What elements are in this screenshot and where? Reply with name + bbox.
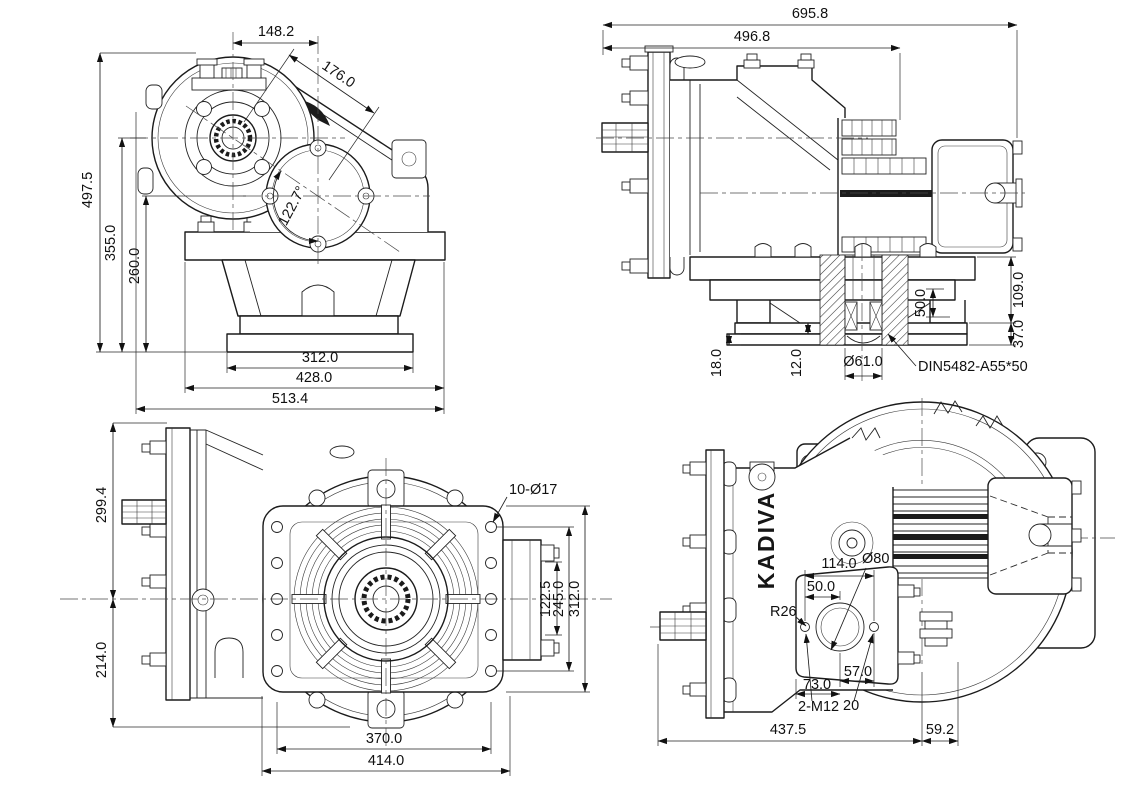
dim-437-5: 437.5 [770, 722, 806, 738]
rear-view: 10-Ø17 122.5 245.0 312.0 299.4 214.0 370… [60, 422, 612, 776]
dim-513-4: 513.4 [272, 391, 308, 407]
front-view: 148.2 176.0 122.7° 497.5 355.0 260.0 312… [80, 24, 446, 414]
dim-20: 20 [843, 698, 859, 714]
side-view-dimensions: 695.8 496.8 109.0 37.0 50.0 18.0 12.0 Ø6… [602, 6, 1028, 380]
dim-122-5: 122.5 [538, 581, 554, 617]
dim-497-5: 497.5 [80, 172, 96, 208]
dim-109-0: 109.0 [1011, 272, 1027, 308]
dim-148-2: 148.2 [258, 24, 294, 40]
dim-355-0: 355.0 [103, 225, 119, 261]
side-view: 695.8 496.8 109.0 37.0 50.0 18.0 12.0 Ø6… [596, 6, 1028, 383]
bell-housing-dimensions: 114.0 50.0 Ø80 R26 57.0 73.0 2-M12 20 43… [657, 551, 959, 746]
dim-496-8: 496.8 [734, 29, 770, 45]
dim-50-0-bell: 50.0 [807, 579, 835, 595]
dim-73-0: 73.0 [803, 677, 831, 693]
dim-12-0: 12.0 [789, 349, 805, 377]
dim-245-0: 245.0 [551, 581, 567, 617]
dim-57-0: 57.0 [844, 664, 872, 680]
dim-214-0: 214.0 [94, 642, 110, 678]
dim-dia-61-0: Ø61.0 [843, 354, 883, 370]
dim-59-2: 59.2 [926, 722, 954, 738]
dim-414-0: 414.0 [368, 753, 404, 769]
bell-housing-view: KADIVA [650, 398, 1115, 746]
dim-370-0: 370.0 [366, 731, 402, 747]
dim-18-0: 18.0 [709, 349, 725, 377]
dim-260-0: 260.0 [127, 248, 143, 284]
label-din5482: DIN5482-A55*50 [918, 359, 1028, 375]
rear-view-dimensions: 10-Ø17 122.5 245.0 312.0 299.4 214.0 370… [94, 422, 590, 776]
dim-312-0-front: 312.0 [302, 350, 338, 366]
dim-299-4: 299.4 [94, 487, 110, 523]
dim-dia-80: Ø80 [862, 551, 889, 567]
front-view-dimensions: 148.2 176.0 122.7° 497.5 355.0 260.0 312… [80, 24, 445, 414]
dim-176-0: 176.0 [319, 58, 358, 92]
dim-50-0-side: 50.0 [913, 289, 929, 317]
label-2-m12: 2-M12 [798, 699, 839, 715]
brand-logo-text: KADIVA [753, 491, 779, 589]
dim-r26: R26 [770, 604, 797, 620]
front-view-geometry [130, 32, 446, 353]
dim-114-0: 114.0 [821, 556, 856, 572]
label-10-dia17: 10-Ø17 [509, 482, 557, 498]
dim-695-8: 695.8 [792, 6, 828, 22]
side-view-geometry [596, 45, 1025, 383]
dim-37-0: 37.0 [1011, 320, 1027, 348]
dim-312-0-rear: 312.0 [567, 581, 583, 617]
dim-428-0: 428.0 [296, 370, 332, 386]
rear-view-geometry [60, 427, 612, 748]
